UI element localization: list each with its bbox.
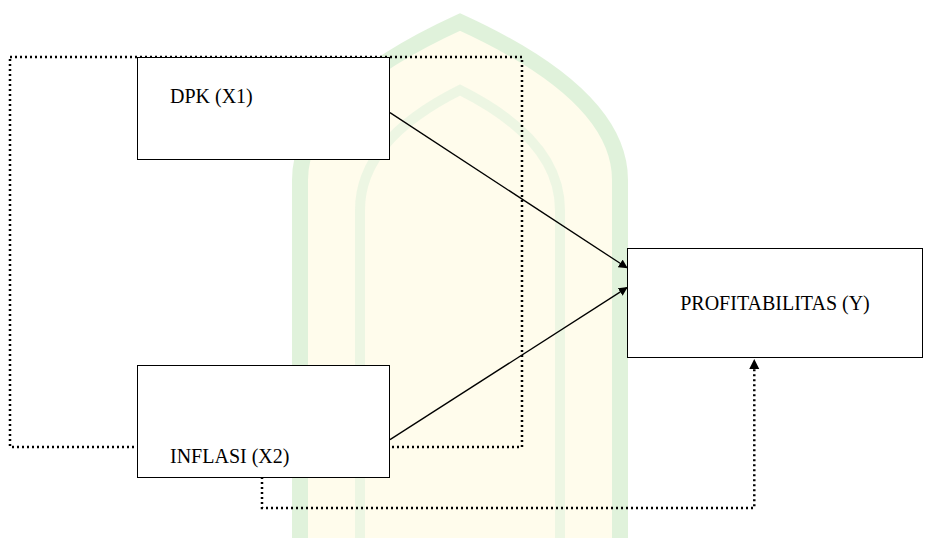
variable-box: DPK (X1) [137,57,390,160]
watermark-inner-arch [360,90,560,538]
arrowhead [749,359,759,369]
variable-label: INFLASI (X2) [170,442,289,471]
variable-label: PROFITABILITAS (Y) [680,289,870,318]
variable-label: DPK (X1) [170,82,253,111]
variable-box: PROFITABILITAS (Y) [627,248,923,358]
influence-arrow [390,113,627,268]
variable-box: INFLASI (X2) [137,365,390,478]
influence-arrow [390,288,627,440]
